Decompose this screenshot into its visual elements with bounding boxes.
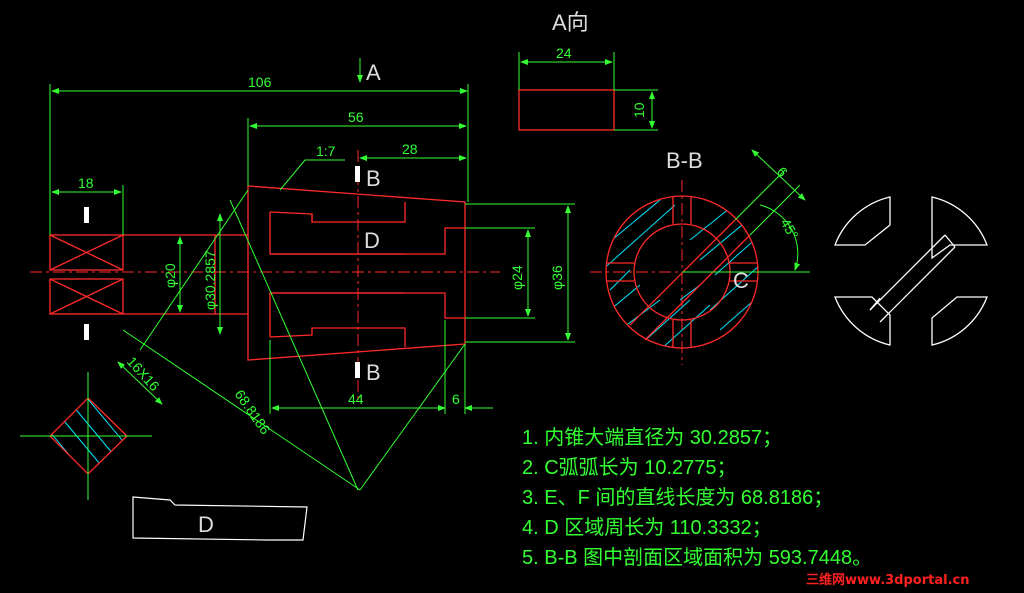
dimension-lines	[49, 58, 575, 491]
section-cut-marks	[84, 166, 360, 378]
arrow-a-label: A	[366, 60, 381, 85]
dim-6-bottom: 6	[452, 391, 460, 407]
section-bb	[605, 149, 810, 349]
section-title: B-B	[666, 148, 703, 173]
dim-phi30: φ30.2857	[202, 250, 218, 310]
dim-10-view: 10	[631, 102, 647, 118]
slot-outline-view	[834, 196, 988, 346]
profile-d-label: D	[198, 512, 214, 537]
note-2: 2. C弧弧长为 10.2775；	[522, 456, 737, 479]
region-d-label: D	[364, 228, 380, 253]
main-part	[49, 185, 466, 361]
dim-56: 56	[348, 109, 364, 125]
dim-phi36: φ36	[549, 265, 565, 290]
view-a	[518, 52, 658, 131]
dim-taper: 1:7	[316, 143, 336, 159]
dim-phi20: φ20	[162, 263, 178, 288]
dim-diagonal: 68.8186	[232, 387, 274, 438]
note-1: 1. 内锥大端直径为 30.2857；	[522, 426, 782, 449]
note-5: 5. B-B 图中剖面区域面积为 593.7448。	[522, 546, 872, 569]
dim-24-view: 24	[556, 45, 572, 61]
note-4: 4. D 区域周长为 110.3332；	[522, 516, 772, 539]
arc-c-label: C	[733, 268, 749, 293]
square-section	[20, 372, 152, 500]
dim-28: 28	[402, 141, 418, 157]
dim-44: 44	[348, 391, 364, 407]
notes-block: 1. 内锥大端直径为 30.2857； 2. C弧弧长为 10.2775； 3.…	[522, 426, 872, 569]
cut-label-top: B	[366, 166, 381, 191]
note-3: 3. E、F 间的直线长度为 68.8186；	[522, 486, 833, 509]
cut-label-bottom: B	[366, 360, 381, 385]
dim-angle-45: 45°	[777, 216, 801, 242]
d-profile-shape	[132, 496, 308, 541]
view-a-title: A向	[552, 10, 589, 35]
dim-phi24: φ24	[509, 265, 525, 290]
dim-18: 18	[78, 175, 94, 191]
watermark: 三维网www.3dportal.cn	[806, 572, 969, 588]
dim-slot-6: 6	[774, 164, 791, 180]
dim-106: 106	[248, 74, 272, 90]
